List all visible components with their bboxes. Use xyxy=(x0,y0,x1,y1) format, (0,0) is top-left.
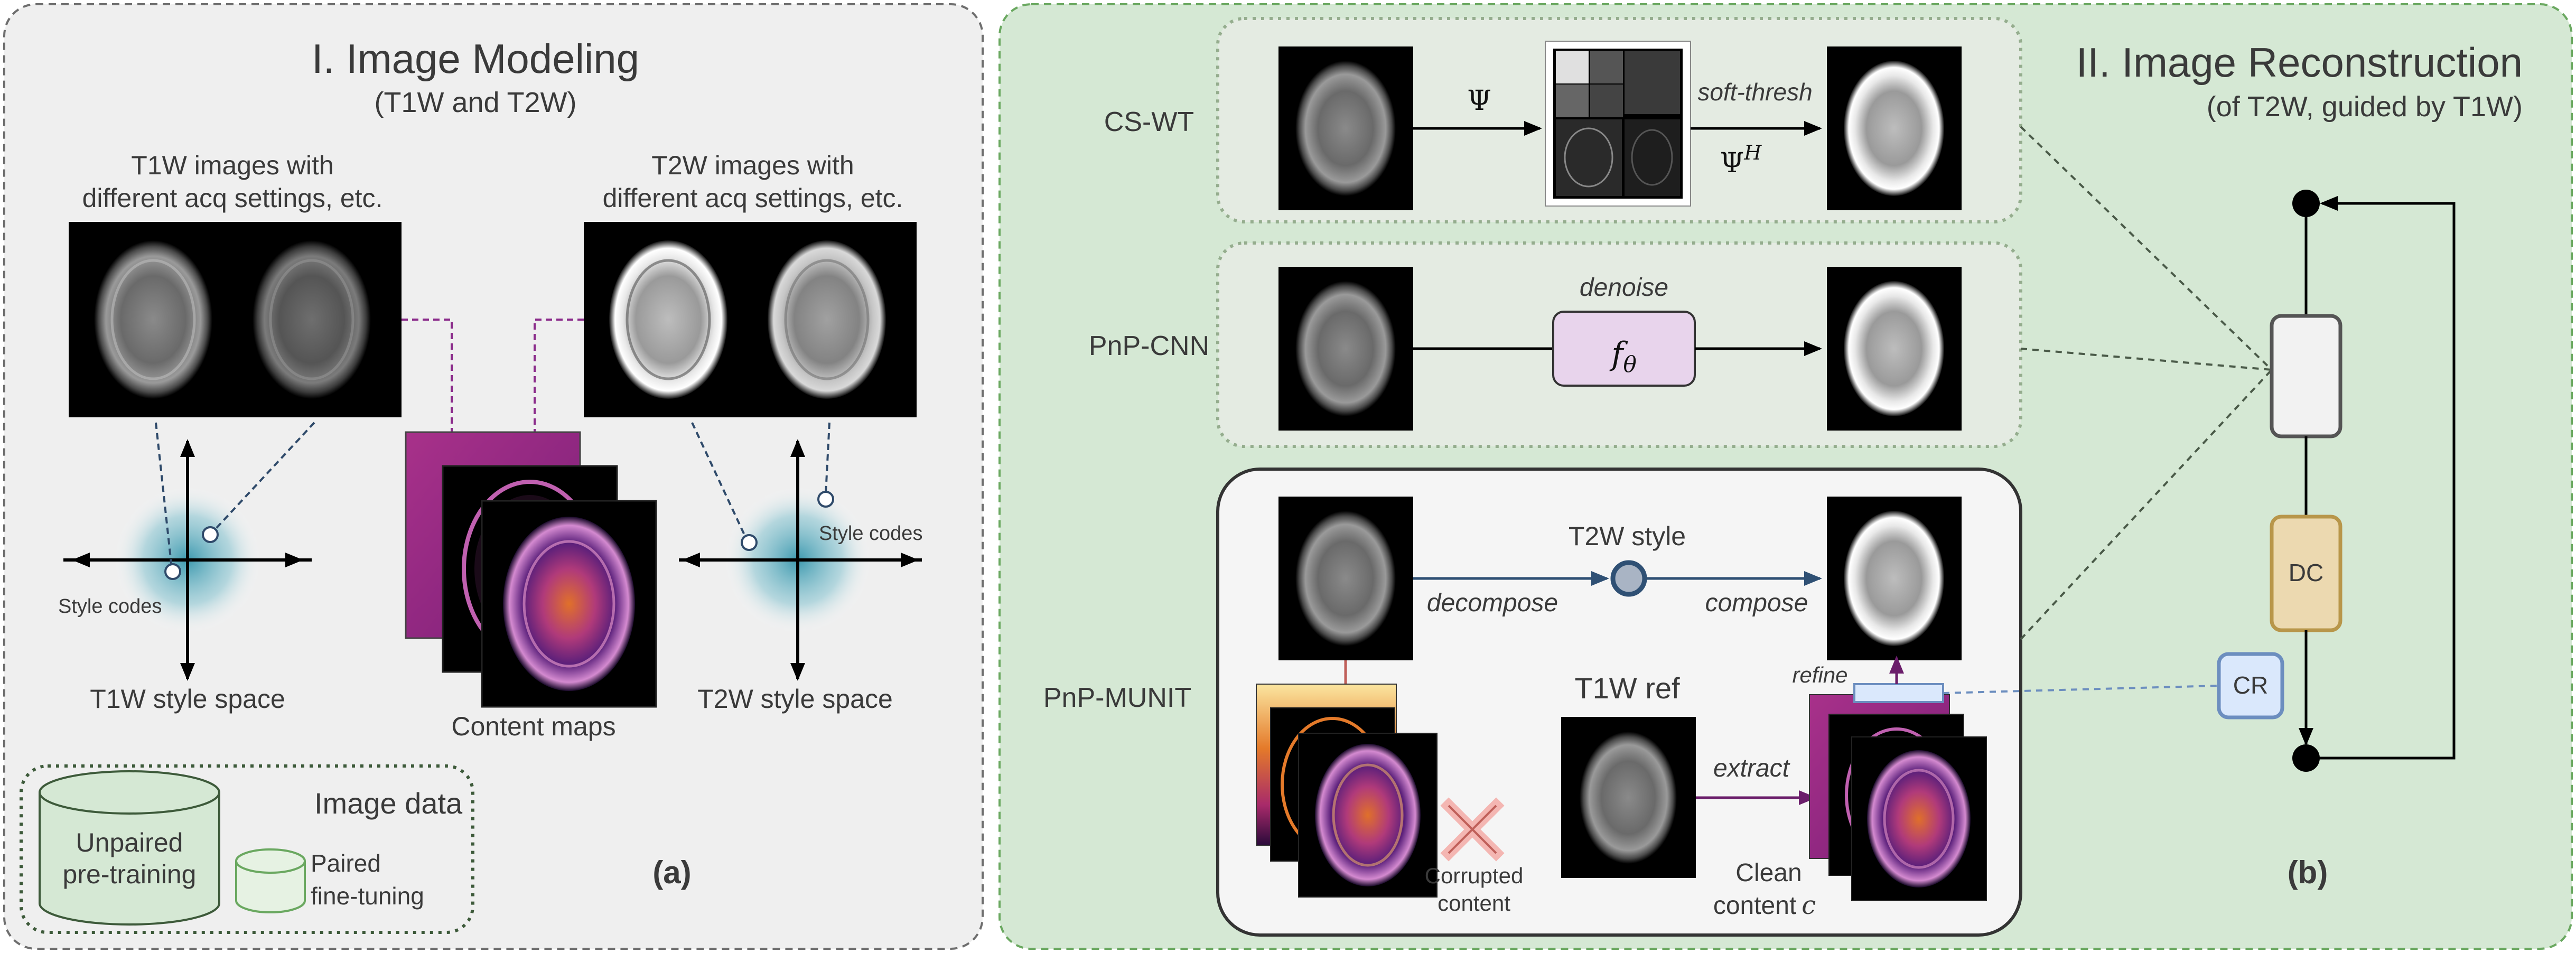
unpaired-line2: pre-training xyxy=(63,859,197,889)
clean-content-line1: Clean xyxy=(1735,859,1802,887)
dc-label: DC xyxy=(2289,559,2323,586)
panel-a-tag: (a) xyxy=(652,855,691,890)
panel-b-tag: (b) xyxy=(2288,855,2328,890)
panel-image-modeling: I. Image Modeling (T1W and T2W) T1W imag… xyxy=(3,3,984,950)
content-maps-stack xyxy=(405,431,657,708)
decompose-label: decompose xyxy=(1427,589,1558,617)
mri-brain-icon xyxy=(1844,511,1944,646)
corrupted-content-line1: Corrupted xyxy=(1425,863,1524,888)
t1w-style-space xyxy=(63,422,315,681)
row-label-pnp-cnn: PnP-CNN xyxy=(1089,331,1209,361)
style-code-node xyxy=(1610,560,1647,597)
paired-line1: Paired xyxy=(311,849,381,877)
mri-brain-icon xyxy=(1295,61,1396,196)
mri-brain-icon xyxy=(1844,281,1944,416)
pnp-munit-module: T2W style decompose compose xyxy=(1216,468,2022,937)
t2w-image-strip xyxy=(584,222,917,417)
image-data-title: Image data xyxy=(314,787,463,820)
row-label-cswt: CS-WT xyxy=(1104,107,1194,137)
t1w-images-label-line1: T1W images with xyxy=(131,151,333,180)
cr-block xyxy=(2217,652,2284,720)
pnp-cnn-module: fθ denoise xyxy=(1216,241,2022,448)
t2w-style-space-label: T2W style space xyxy=(697,684,893,714)
style-codes-right: Style codes xyxy=(819,522,922,545)
t1w-images-label-line2: different acq settings, etc. xyxy=(82,183,383,213)
cr-label: CR xyxy=(2233,671,2268,699)
t2w-images-label-line1: T2W images with xyxy=(651,151,854,180)
prior-block xyxy=(2270,314,2342,438)
clean-content-stack xyxy=(1809,694,1987,901)
soft-thresh-label: soft-thresh xyxy=(1697,78,1812,106)
panel-b-subtitle: (of T2W, guided by T1W) xyxy=(2207,91,2523,123)
psi-label: Ψ xyxy=(1467,85,1491,117)
database-cylinder-icon xyxy=(235,848,306,913)
mri-brain-icon xyxy=(1580,732,1677,864)
wavelet-coefficients xyxy=(1545,41,1691,207)
paired-line2: fine-tuning xyxy=(311,882,424,910)
compose-label: compose xyxy=(1705,589,1808,617)
mri-brain-icon xyxy=(1844,61,1944,196)
t1w-ref-label: T1W ref xyxy=(1574,671,1680,705)
content-maps-label: Content maps xyxy=(451,712,615,741)
corrupted-content-stack xyxy=(1256,684,1438,898)
t1w-image-strip xyxy=(69,222,402,417)
mri-brain-icon xyxy=(1295,511,1396,646)
refine-block xyxy=(1853,683,1944,703)
style-codes-left: Style codes xyxy=(58,595,162,618)
row-label-pnp-munit: PnP-MUNIT xyxy=(1043,683,1191,713)
unpaired-line1: Unpaired xyxy=(76,828,183,857)
image-data-box: Image data Unpaired pre-training Paired … xyxy=(20,764,474,934)
refine-label: refine xyxy=(1792,662,1847,687)
t2w-images-label-line2: different acq settings, etc. xyxy=(603,183,903,213)
t2w-style-space xyxy=(679,422,922,681)
cross-icon xyxy=(1440,797,1505,862)
psi-h-label: ΨH xyxy=(1720,141,1762,179)
corrupted-content-line2: content xyxy=(1438,891,1510,915)
reconstruction-loop: DC CR xyxy=(2217,190,2456,772)
mri-brain-icon xyxy=(1295,281,1396,416)
panel-a-title: I. Image Modeling xyxy=(312,35,639,82)
cswt-module: Ψ soft-thresh ΨH xyxy=(1216,17,2022,223)
panel-b-title: II. Image Reconstruction xyxy=(2076,39,2523,86)
extract-label: extract xyxy=(1713,754,1790,782)
panel-a-subtitle: (T1W and T2W) xyxy=(374,87,576,118)
panel-image-reconstruction: II. Image Reconstruction (of T2W, guided… xyxy=(998,3,2573,950)
database-cylinder-icon xyxy=(39,770,220,926)
t1w-style-space-label: T1W style space xyxy=(90,684,285,714)
t2w-style-label: T2W style xyxy=(1569,521,1686,551)
denoise-label: denoise xyxy=(1580,274,1668,302)
